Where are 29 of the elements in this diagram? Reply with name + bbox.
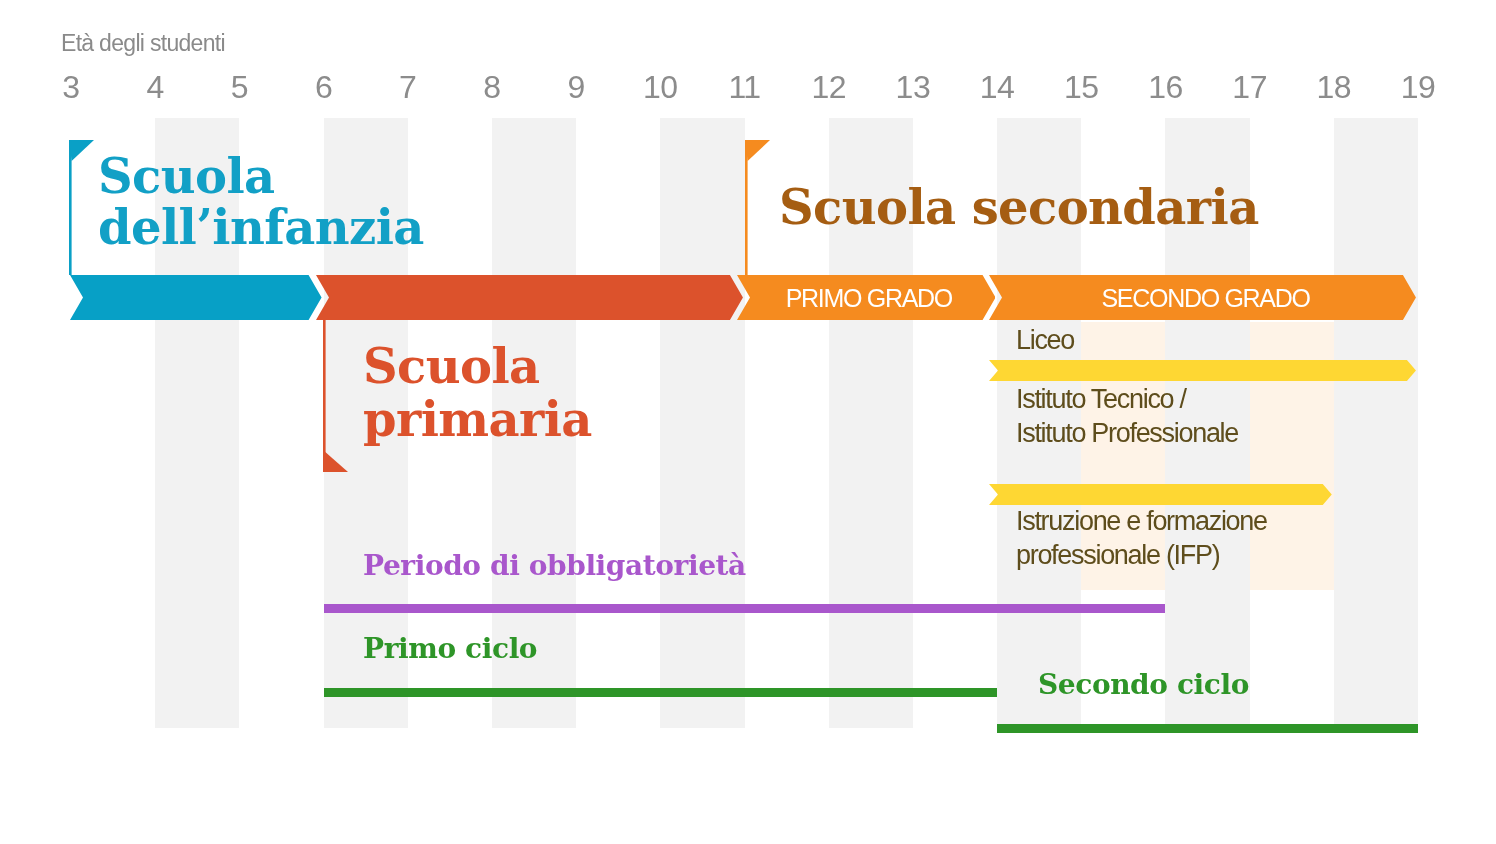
axis-tick-label: 5 [230,69,248,105]
track-label: Istruzione e formazione professionale (IFP) [1016,505,1268,572]
axis-tick-label: 11 [728,69,761,105]
axis-tick-label: 10 [643,69,678,105]
axis-tick-label: 9 [567,69,585,105]
axis-tick-label: 13 [895,69,931,105]
range-heading: Secondo ciclo [1038,668,1249,702]
stage-heading: Scuola dell’infanzia [98,151,425,253]
range-heading: Primo ciclo [363,632,538,666]
track-label: Istituto Tecnico / Istituto Professionale [1016,383,1240,450]
axis-title: Età degli studenti [61,29,225,57]
axis-tick-label: 16 [1148,69,1183,105]
band-label: SECONDO GRADO [1101,284,1310,311]
axis-tick-label: 12 [811,69,846,105]
stage-heading: Scuola secondaria [779,180,1259,234]
axis-tick-label: 14 [979,69,1015,105]
axis-tick-label: 18 [1316,69,1352,105]
axis-tick-label: 19 [1400,69,1436,105]
axis-tick-label: 6 [314,69,333,105]
axis-tick-label: 4 [146,69,164,105]
track-label: Liceo [1016,324,1075,357]
axis-tick-label: 15 [1063,69,1099,105]
band-label: PRIMO GRADO [785,284,952,311]
range-heading: Periodo di obbligatorietà [363,549,746,583]
stage-heading: Scuola primaria [363,340,593,446]
axis-tick-label: 8 [483,69,501,105]
axis-tick-label: 17 [1232,69,1267,105]
axis-tick-label: 7 [399,69,417,105]
axis-tick-label: 3 [62,69,80,105]
